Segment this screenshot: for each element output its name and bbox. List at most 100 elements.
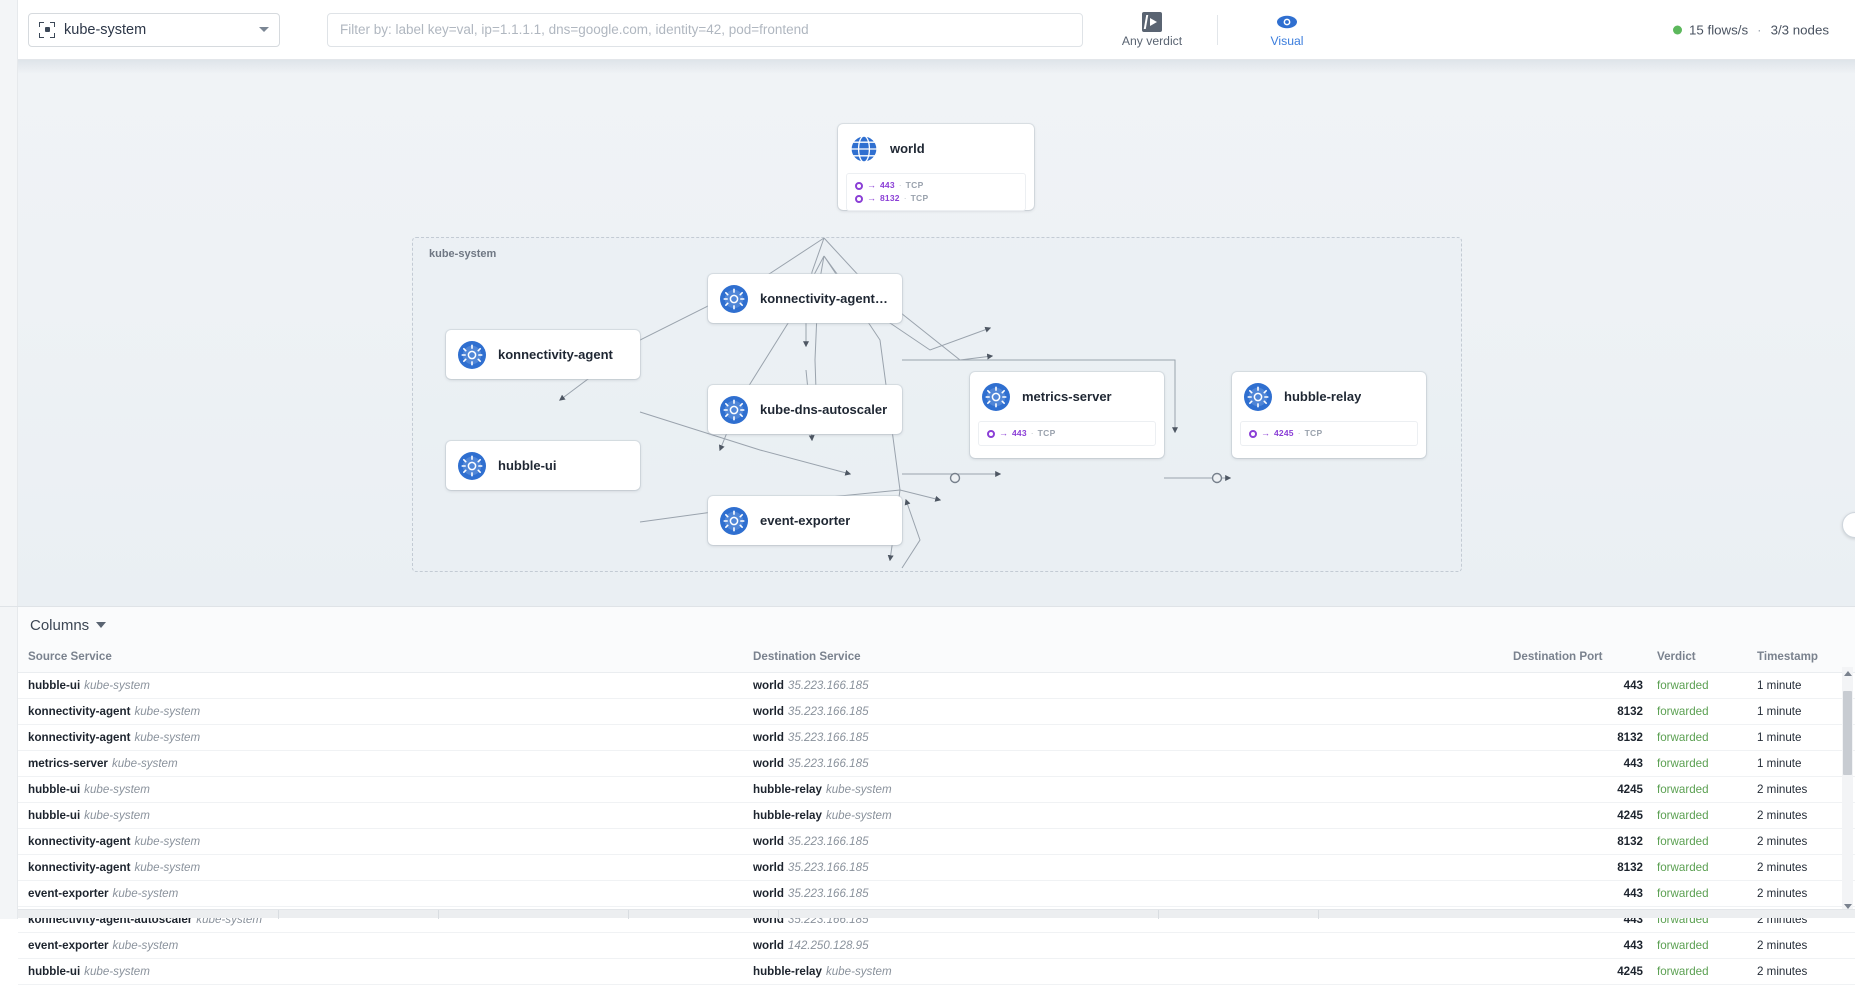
node-port-list: →4245·TCP xyxy=(1240,421,1418,446)
destination-service-namespace: 35.223.166.185 xyxy=(787,705,869,718)
port-circle-icon xyxy=(855,194,863,203)
graph-node-konnectivity-agent[interactable]: konnectivity-agent xyxy=(446,330,640,379)
source-service-namespace: kube-system xyxy=(112,887,179,900)
graph-node-hubble-ui[interactable]: hubble-ui xyxy=(446,441,640,490)
filter-input[interactable] xyxy=(327,12,1083,47)
cell-timestamp: 2 minutes xyxy=(1735,880,1855,907)
cell-timestamp: 1 minute xyxy=(1735,724,1855,751)
source-service-name: event-exporter xyxy=(28,887,109,900)
status-bar: 15 flows/s · 3/3 nodes xyxy=(1673,22,1829,37)
graph-node-metrics-server[interactable]: metrics-server→443·TCP xyxy=(970,372,1164,458)
flows-table-header: Source Service Destination Service Desti… xyxy=(18,643,1855,673)
cell-verdict: forwarded xyxy=(1643,776,1735,803)
verdict-badge: forwarded xyxy=(1657,887,1709,900)
verdict-flag-icon xyxy=(1142,11,1162,32)
header-source-service[interactable]: Source Service xyxy=(18,643,753,673)
source-service-namespace: kube-system xyxy=(112,939,179,952)
columns-button[interactable]: Columns xyxy=(30,616,107,634)
node-port-row[interactable]: →443·TCP xyxy=(987,427,1147,440)
cell-destination-port: 4245 xyxy=(1513,958,1643,985)
flows-rate: 15 flows/s xyxy=(1689,22,1749,37)
header-verdict[interactable]: Verdict xyxy=(1643,643,1735,673)
table-horizontal-scrollbar[interactable] xyxy=(18,909,1855,919)
namespace-selector[interactable]: kube-system xyxy=(28,12,280,47)
port-protocol: TCP xyxy=(905,180,924,190)
graph-node-hubble-relay[interactable]: hubble-relay →4245·TCP xyxy=(1232,372,1426,458)
scroll-down-icon[interactable] xyxy=(1844,904,1852,909)
visual-label: Visual xyxy=(1270,33,1304,48)
toolbar: kube-system Any verdict Visual 15 flows/… xyxy=(0,0,1855,60)
cell-verdict: forwarded xyxy=(1643,724,1735,751)
header-timestamp[interactable]: Timestamp xyxy=(1735,643,1855,673)
cell-verdict: forwarded xyxy=(1643,854,1735,881)
node-header: konnectivity-agent-autosc… xyxy=(708,274,902,323)
header-destination-port[interactable]: Destination Port xyxy=(1513,643,1643,673)
cell-verdict: forwarded xyxy=(1643,802,1735,829)
verdict-badge: forwarded xyxy=(1657,835,1709,848)
graph-node-kube-dns-autoscaler[interactable]: kube-dns-autoscaler xyxy=(708,385,902,434)
graph-node-event-exporter[interactable]: event-exporter xyxy=(708,496,902,545)
cell-timestamp: 1 minute xyxy=(1735,750,1855,777)
node-title: hubble-relay xyxy=(1284,389,1362,404)
kubernetes-icon xyxy=(982,382,1010,411)
graph-node-konnectivity-agent-autoscaler[interactable]: konnectivity-agent-autosc… xyxy=(708,274,902,323)
cell-destination-port: 443 xyxy=(1513,880,1643,907)
source-service-name: hubble-ui xyxy=(28,783,81,796)
destination-service-name: world xyxy=(753,887,784,900)
arrow-right-icon: → xyxy=(999,428,1008,438)
port-protocol: TCP xyxy=(1304,428,1323,438)
node-port-row[interactable]: →443·TCP xyxy=(855,179,1017,192)
scroll-thumb[interactable] xyxy=(1843,691,1852,775)
table-left-rail xyxy=(0,607,18,919)
destination-service-namespace: 35.223.166.185 xyxy=(787,757,869,770)
cell-verdict: forwarded xyxy=(1643,828,1735,855)
node-port-row[interactable]: →4245·TCP xyxy=(1249,427,1409,440)
nodes-count: 3/3 nodes xyxy=(1770,22,1829,37)
destination-service-name: world xyxy=(753,861,784,874)
kubernetes-icon xyxy=(458,451,486,480)
arrow-right-icon: → xyxy=(867,193,876,203)
flows-table-panel: Columns Source Service Destination Servi… xyxy=(0,606,1855,985)
any-verdict-label: Any verdict xyxy=(1121,33,1183,48)
source-service-name: metrics-server xyxy=(28,757,108,770)
cell-verdict: forwarded xyxy=(1643,750,1735,777)
table-vertical-scrollbar[interactable] xyxy=(1842,667,1853,913)
verdict-badge: forwarded xyxy=(1657,757,1709,770)
source-service-name: konnectivity-agent xyxy=(28,861,131,874)
destination-service-namespace: 35.223.166.185 xyxy=(787,887,869,900)
destination-service-namespace: kube-system xyxy=(825,809,892,822)
destination-service-name: hubble-relay xyxy=(753,809,822,822)
cell-destination-port: 443 xyxy=(1513,750,1643,777)
kubernetes-icon xyxy=(720,506,748,535)
destination-service-namespace: kube-system xyxy=(825,783,892,796)
globe-icon xyxy=(850,134,878,163)
header-destination-service[interactable]: Destination Service xyxy=(753,643,1513,673)
visual-button[interactable]: Visual xyxy=(1248,12,1326,48)
left-rail xyxy=(0,0,18,60)
node-port-row[interactable]: →8132·TCP xyxy=(855,192,1017,205)
any-verdict-button[interactable]: Any verdict xyxy=(1113,11,1191,48)
graph-node-world[interactable]: world→443·TCP→8132·TCP xyxy=(838,124,1034,211)
columns-button-label: Columns xyxy=(30,616,90,634)
scroll-up-icon[interactable] xyxy=(1844,671,1852,676)
